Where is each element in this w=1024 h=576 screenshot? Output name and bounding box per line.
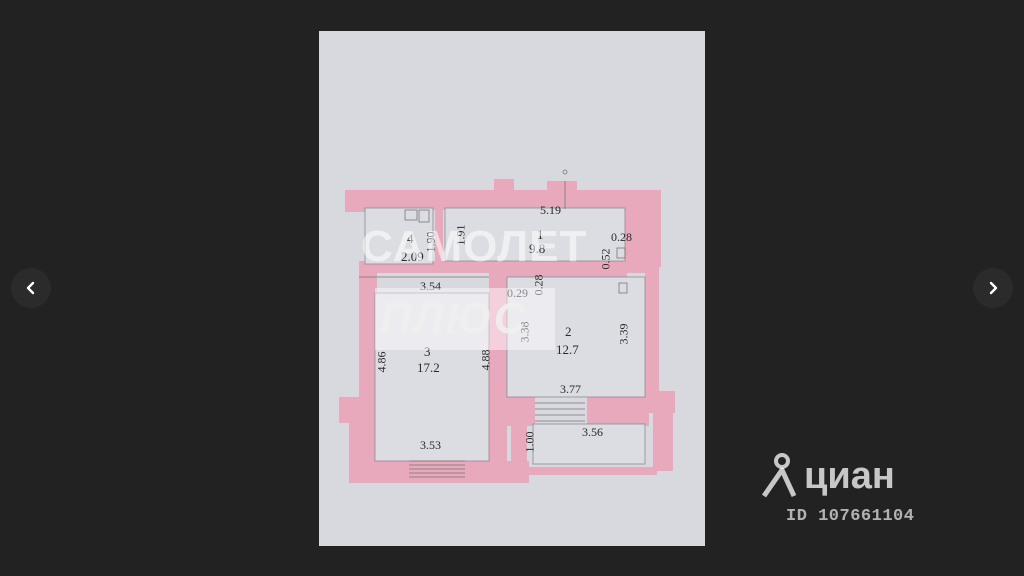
room-3-number: 3 <box>424 344 431 359</box>
samolet-watermark: САМОЛЕТ <box>361 222 588 271</box>
room-2-number: 2 <box>565 324 572 339</box>
room-1-field <box>444 207 626 262</box>
room-3-field <box>374 292 490 462</box>
plus-watermark-box <box>375 288 555 350</box>
dimension-3-53: 3.53 <box>420 438 441 452</box>
dimension-0-28-top: 0.28 <box>611 230 632 244</box>
plus-watermark: ПЛЮС <box>380 294 528 343</box>
listing-id: ID 107661104 <box>786 507 915 526</box>
dimension-4-88: 4.88 <box>478 349 493 371</box>
next-photo-button[interactable] <box>973 268 1013 308</box>
dimension-3-54: 3.54 <box>420 279 441 293</box>
room-4-number: 4 <box>407 231 414 246</box>
floor-plan-photo: 5.19 0.28 0.52 1.90 1.91 3.54 0.29 0.28 … <box>319 31 705 546</box>
room-2-area: 12.7 <box>556 342 579 357</box>
balcony-field <box>532 423 646 465</box>
dimension-5-19: 5.19 <box>540 203 561 217</box>
room-1-number: 1 <box>537 227 544 242</box>
dimension-0-52: 0.52 <box>598 248 613 270</box>
dimension-3-56: 3.56 <box>582 425 603 439</box>
dimension-1-00: 1.00 <box>522 431 537 453</box>
dimension-0-29: 0.29 <box>507 286 528 300</box>
cian-logo: циан <box>760 452 895 500</box>
walls <box>339 179 675 483</box>
location-pin-icon <box>761 453 796 498</box>
floor-plan-drawing <box>339 169 675 483</box>
dimension-4-86: 4.86 <box>374 351 389 373</box>
room-4-area: 2.09 <box>401 249 424 264</box>
room-1-area: 9.8 <box>529 241 546 256</box>
dimension-3-39: 3.39 <box>616 323 631 345</box>
previous-photo-button[interactable] <box>11 268 51 308</box>
chevron-left-icon <box>26 281 35 295</box>
dimension-3-77: 3.77 <box>560 382 581 396</box>
room-2-field <box>506 276 646 398</box>
cian-wordmark: циан <box>804 454 895 497</box>
chevron-right-icon <box>989 281 998 295</box>
room-4-field <box>364 207 434 265</box>
room-3-area: 17.2 <box>417 360 440 375</box>
